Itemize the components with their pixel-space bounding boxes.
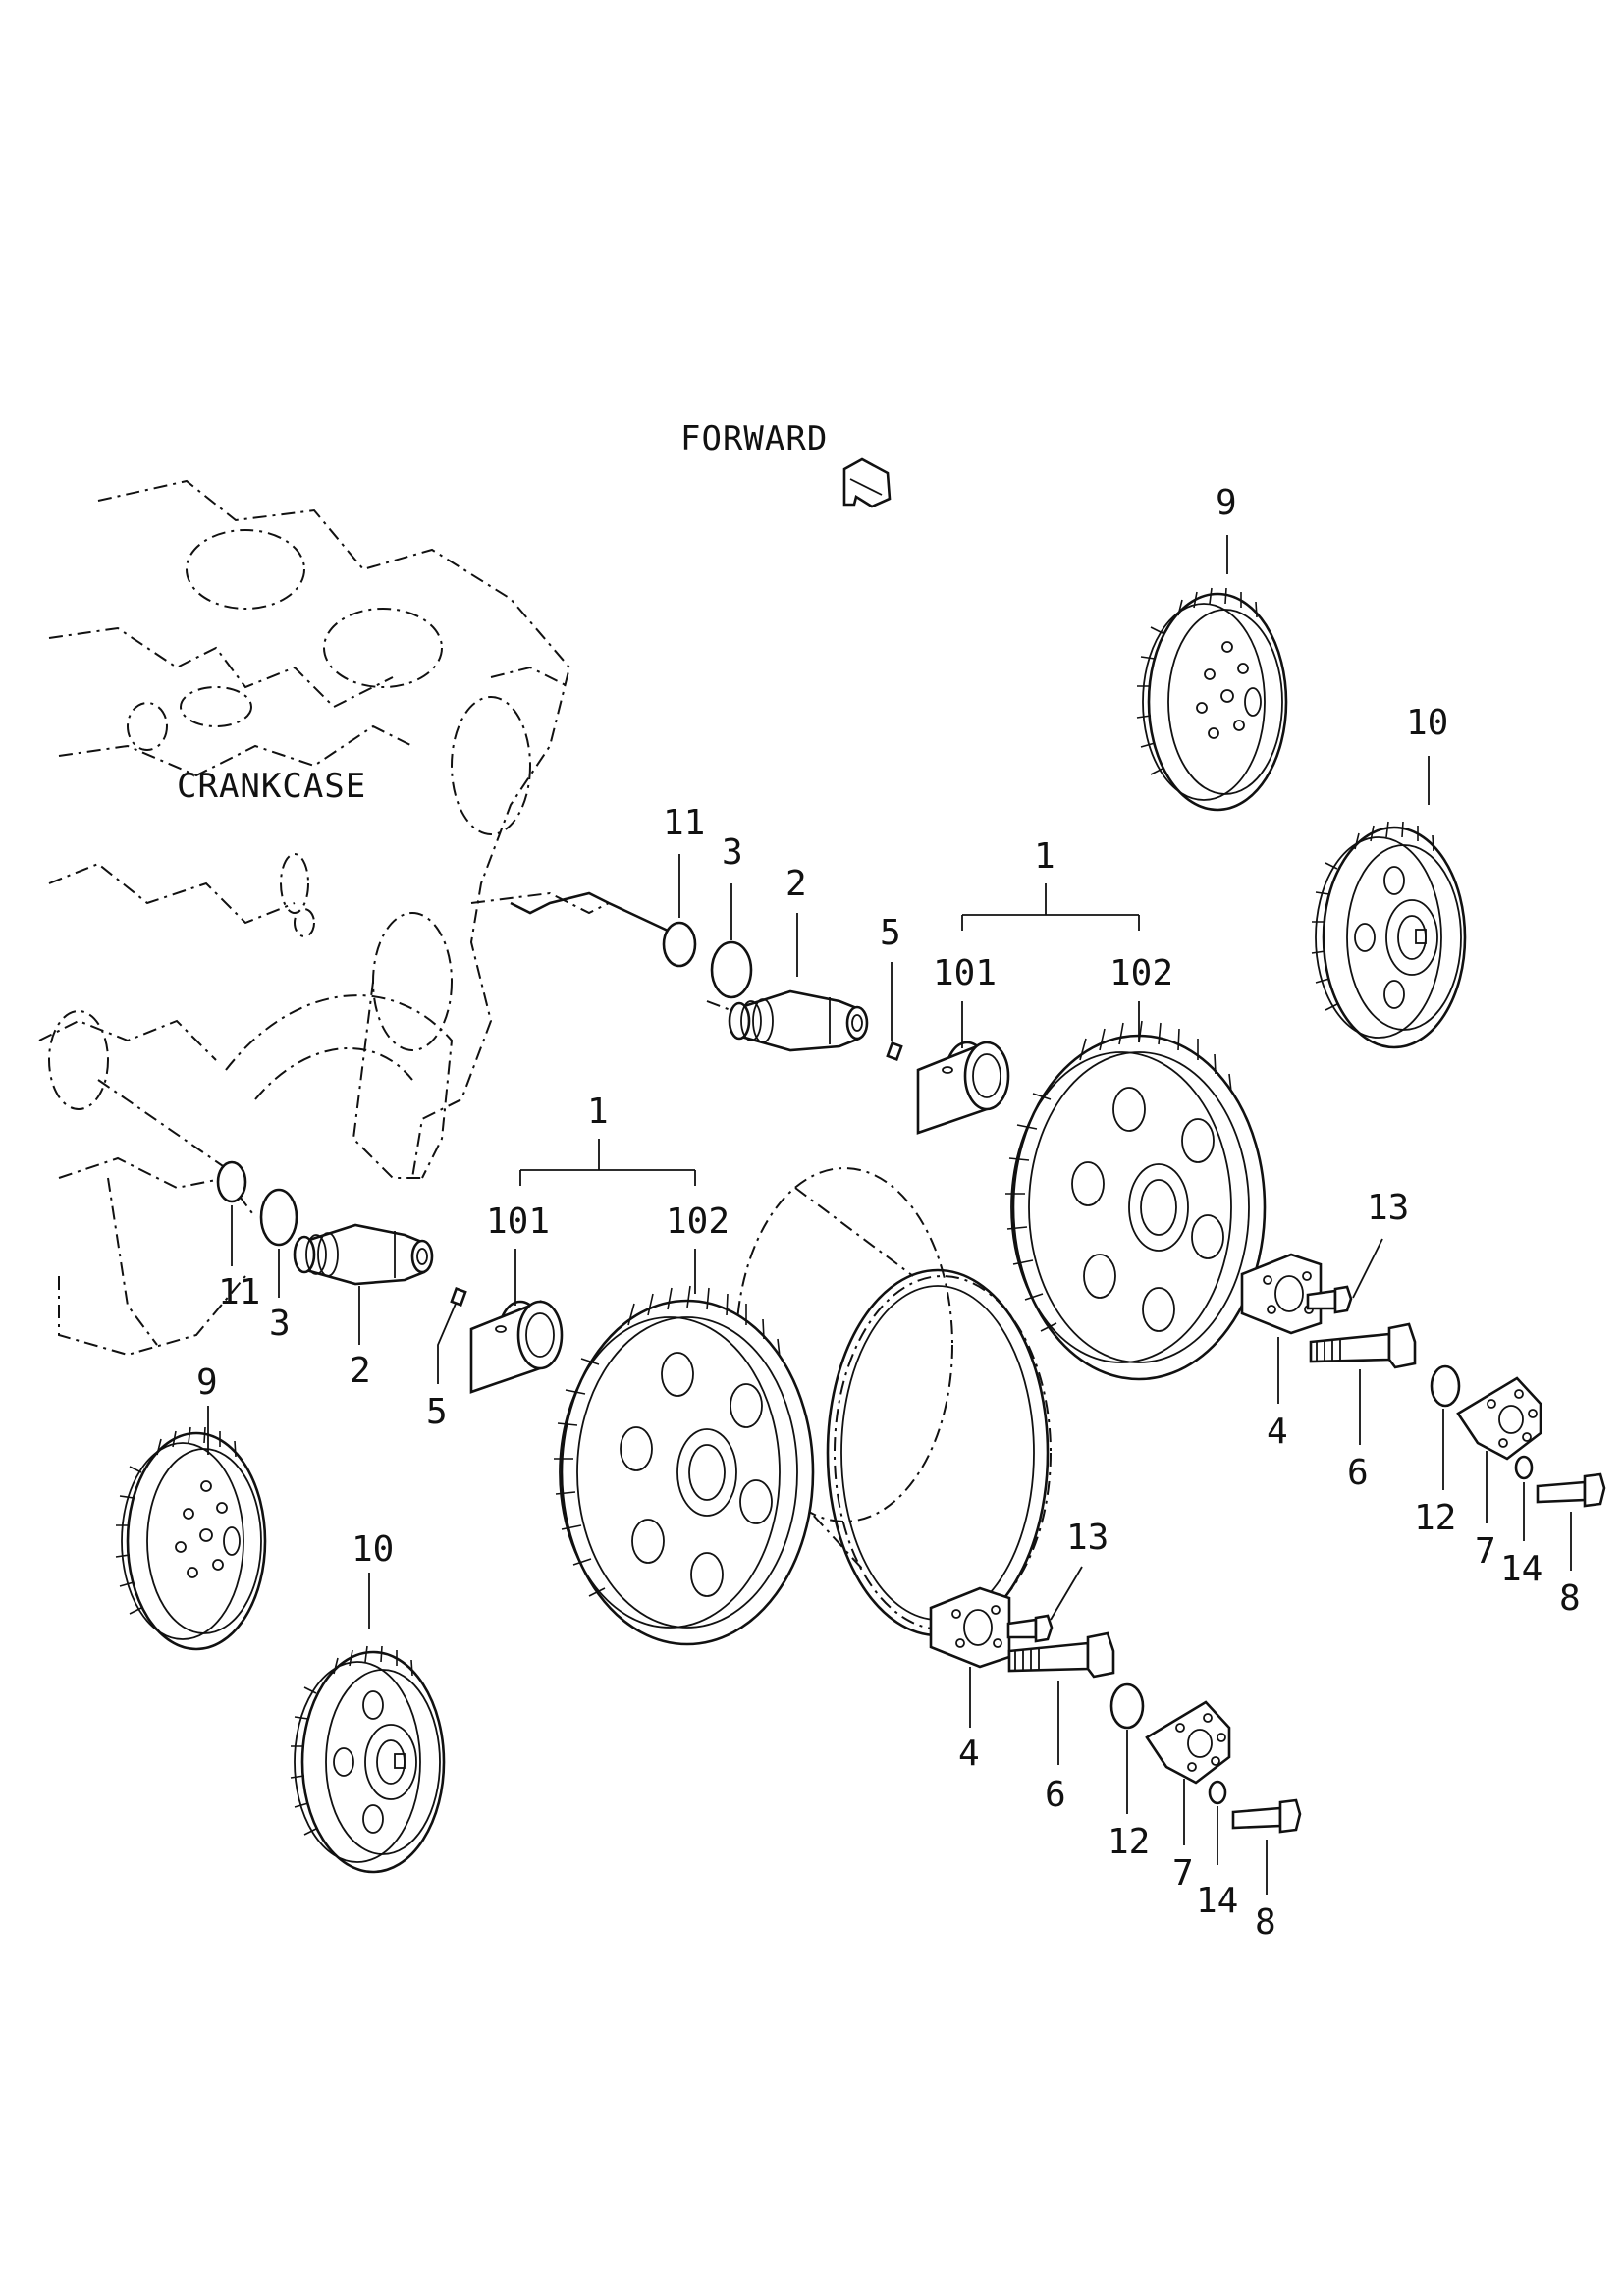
lower-assembly: 11 3 2 5 1 101 102 9 10 13 4 6 12 7 14 8: [114, 1092, 1302, 1943]
gear-9-upper: [1135, 586, 1288, 812]
callout-7-lower: 7: [1172, 1853, 1194, 1894]
ring-3-lower: [259, 1188, 298, 1247]
callout-9-lower: 9: [196, 1362, 218, 1403]
bushing-101-upper: [916, 1041, 1010, 1135]
ring-12-upper: [1430, 1364, 1461, 1408]
callout-4-lower: 4: [958, 1734, 980, 1774]
callout-12-upper: 12: [1414, 1498, 1456, 1538]
bolt-6-lower: [1007, 1631, 1115, 1679]
callout-102-upper: 102: [1109, 953, 1173, 993]
callout-8-lower: 8: [1255, 1902, 1276, 1943]
bolt-13-lower: [1006, 1614, 1054, 1643]
callout-1-upper: 1: [1034, 836, 1055, 877]
callout-101-lower: 101: [486, 1201, 550, 1242]
ring-11-upper: [662, 921, 697, 968]
callout-5-lower: 5: [426, 1392, 448, 1432]
washer-14-upper: [1514, 1455, 1534, 1480]
washer-14-lower: [1208, 1780, 1227, 1805]
callout-101-upper: 101: [933, 953, 997, 993]
forward-arrow-icon: [842, 457, 892, 508]
callout-102-lower: 102: [666, 1201, 730, 1242]
callout-2-upper: 2: [785, 864, 807, 904]
gear-10-lower: [289, 1644, 446, 1874]
callout-3-lower: 3: [269, 1304, 291, 1344]
ring-11-lower: [216, 1160, 247, 1203]
callout-13-lower: 13: [1066, 1518, 1109, 1558]
pin-5-lower: [450, 1287, 467, 1307]
shaft-2-upper: [728, 989, 869, 1052]
pin-5-upper: [886, 1041, 903, 1061]
shaft-2-lower: [293, 1223, 434, 1286]
bushing-101-lower: [469, 1300, 564, 1394]
callout-3-upper: 3: [722, 832, 743, 873]
callout-11-lower: 11: [218, 1272, 260, 1312]
crankcase-label: CRANKCASE: [177, 767, 366, 806]
callout-12-lower: 12: [1108, 1822, 1150, 1862]
callout-8-upper: 8: [1559, 1578, 1581, 1619]
upper-assembly: 9 10 11 3 2 5 1 101 102 13 4 6 12 7 14 8: [662, 483, 1606, 1619]
ring-3-upper: [710, 940, 753, 999]
callout-14-upper: 14: [1500, 1549, 1542, 1589]
callout-13-upper: 13: [1367, 1188, 1409, 1228]
callout-14-lower: 14: [1196, 1881, 1238, 1921]
gear-10-upper: [1310, 820, 1467, 1049]
callout-2-lower: 2: [350, 1351, 371, 1391]
callout-6-upper: 6: [1347, 1453, 1369, 1493]
forward-label: FORWARD: [680, 419, 828, 458]
callout-5-upper: 5: [880, 913, 901, 953]
callout-9-upper: 9: [1216, 483, 1237, 523]
callout-10-lower: 10: [352, 1529, 394, 1570]
callout-6-lower: 6: [1045, 1775, 1066, 1815]
washer-4-lower: [929, 1586, 1011, 1669]
callout-7-upper: 7: [1475, 1531, 1496, 1572]
plate-7-lower: [1145, 1700, 1231, 1785]
gear-9-lower: [114, 1425, 267, 1651]
callout-11-upper: 11: [663, 803, 705, 843]
crankcase-outline: [38, 479, 669, 1357]
ring-12-lower: [1109, 1682, 1145, 1730]
callout-1-lower: 1: [587, 1092, 609, 1132]
bolt-8-lower: [1231, 1798, 1302, 1834]
bolt-8-upper: [1536, 1472, 1606, 1508]
plate-7-upper: [1456, 1376, 1542, 1461]
bolt-6-upper: [1309, 1322, 1417, 1369]
gear-102-lower: [552, 1284, 815, 1646]
gear-102-upper: [1003, 1019, 1267, 1381]
callout-4-upper: 4: [1267, 1412, 1288, 1452]
lower-centerline: [97, 1079, 227, 1169]
callout-10-upper: 10: [1406, 703, 1448, 743]
